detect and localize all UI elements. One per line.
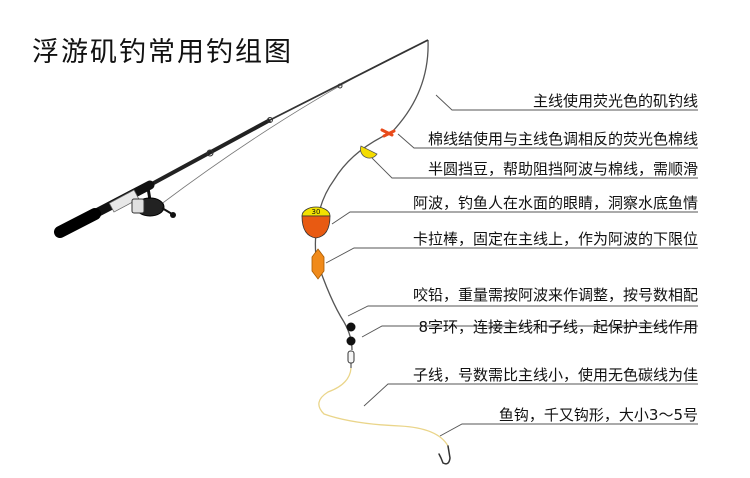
callout-main-line: 主线使用荧光色的矶钓线 — [532, 92, 698, 110]
callout-split-shot: 咬铅，重量需按阿波来作调整，按号数相配 — [412, 286, 698, 304]
swivel — [347, 350, 355, 368]
float: 30 — [301, 206, 331, 239]
callout-leader: 子线，号数需比主线小，使用无色碳线为佳 — [412, 366, 698, 384]
spinning-reel — [131, 187, 176, 218]
line-knot — [380, 128, 396, 138]
hook — [438, 445, 451, 465]
diagram-title: 浮游矶钓常用钓组图 — [32, 37, 293, 68]
fishing-rod — [54, 39, 429, 238]
main-line — [314, 39, 429, 351]
float-number: 30 — [312, 208, 321, 216]
stopper-bead — [360, 145, 378, 159]
callout-float-peg: 卡拉棒，固定在主线上，作为阿波的下限位 — [412, 230, 698, 248]
float-peg — [311, 248, 325, 280]
leader-line — [318, 367, 449, 447]
callout-pointers — [325, 94, 698, 437]
callout-swivel: 8字环，连接主线和子线，起保护主线作用 — [418, 318, 698, 336]
reel-line — [159, 39, 429, 206]
callout-float: 阿波，钓鱼人在水面的眼睛，洞察水底鱼情 — [412, 194, 698, 212]
callout-line-knot: 棉线结使用与主线色调相反的荧光色棉线 — [427, 130, 698, 148]
split-shot — [346, 322, 356, 332]
callout-hook: 鱼钩，千又钩形，大小3～5号 — [498, 406, 698, 424]
split-shot-2 — [346, 336, 356, 346]
callout-stopper-bead: 半圆挡豆，帮助阻挡阿波与棉线，需顺滑 — [427, 160, 698, 178]
